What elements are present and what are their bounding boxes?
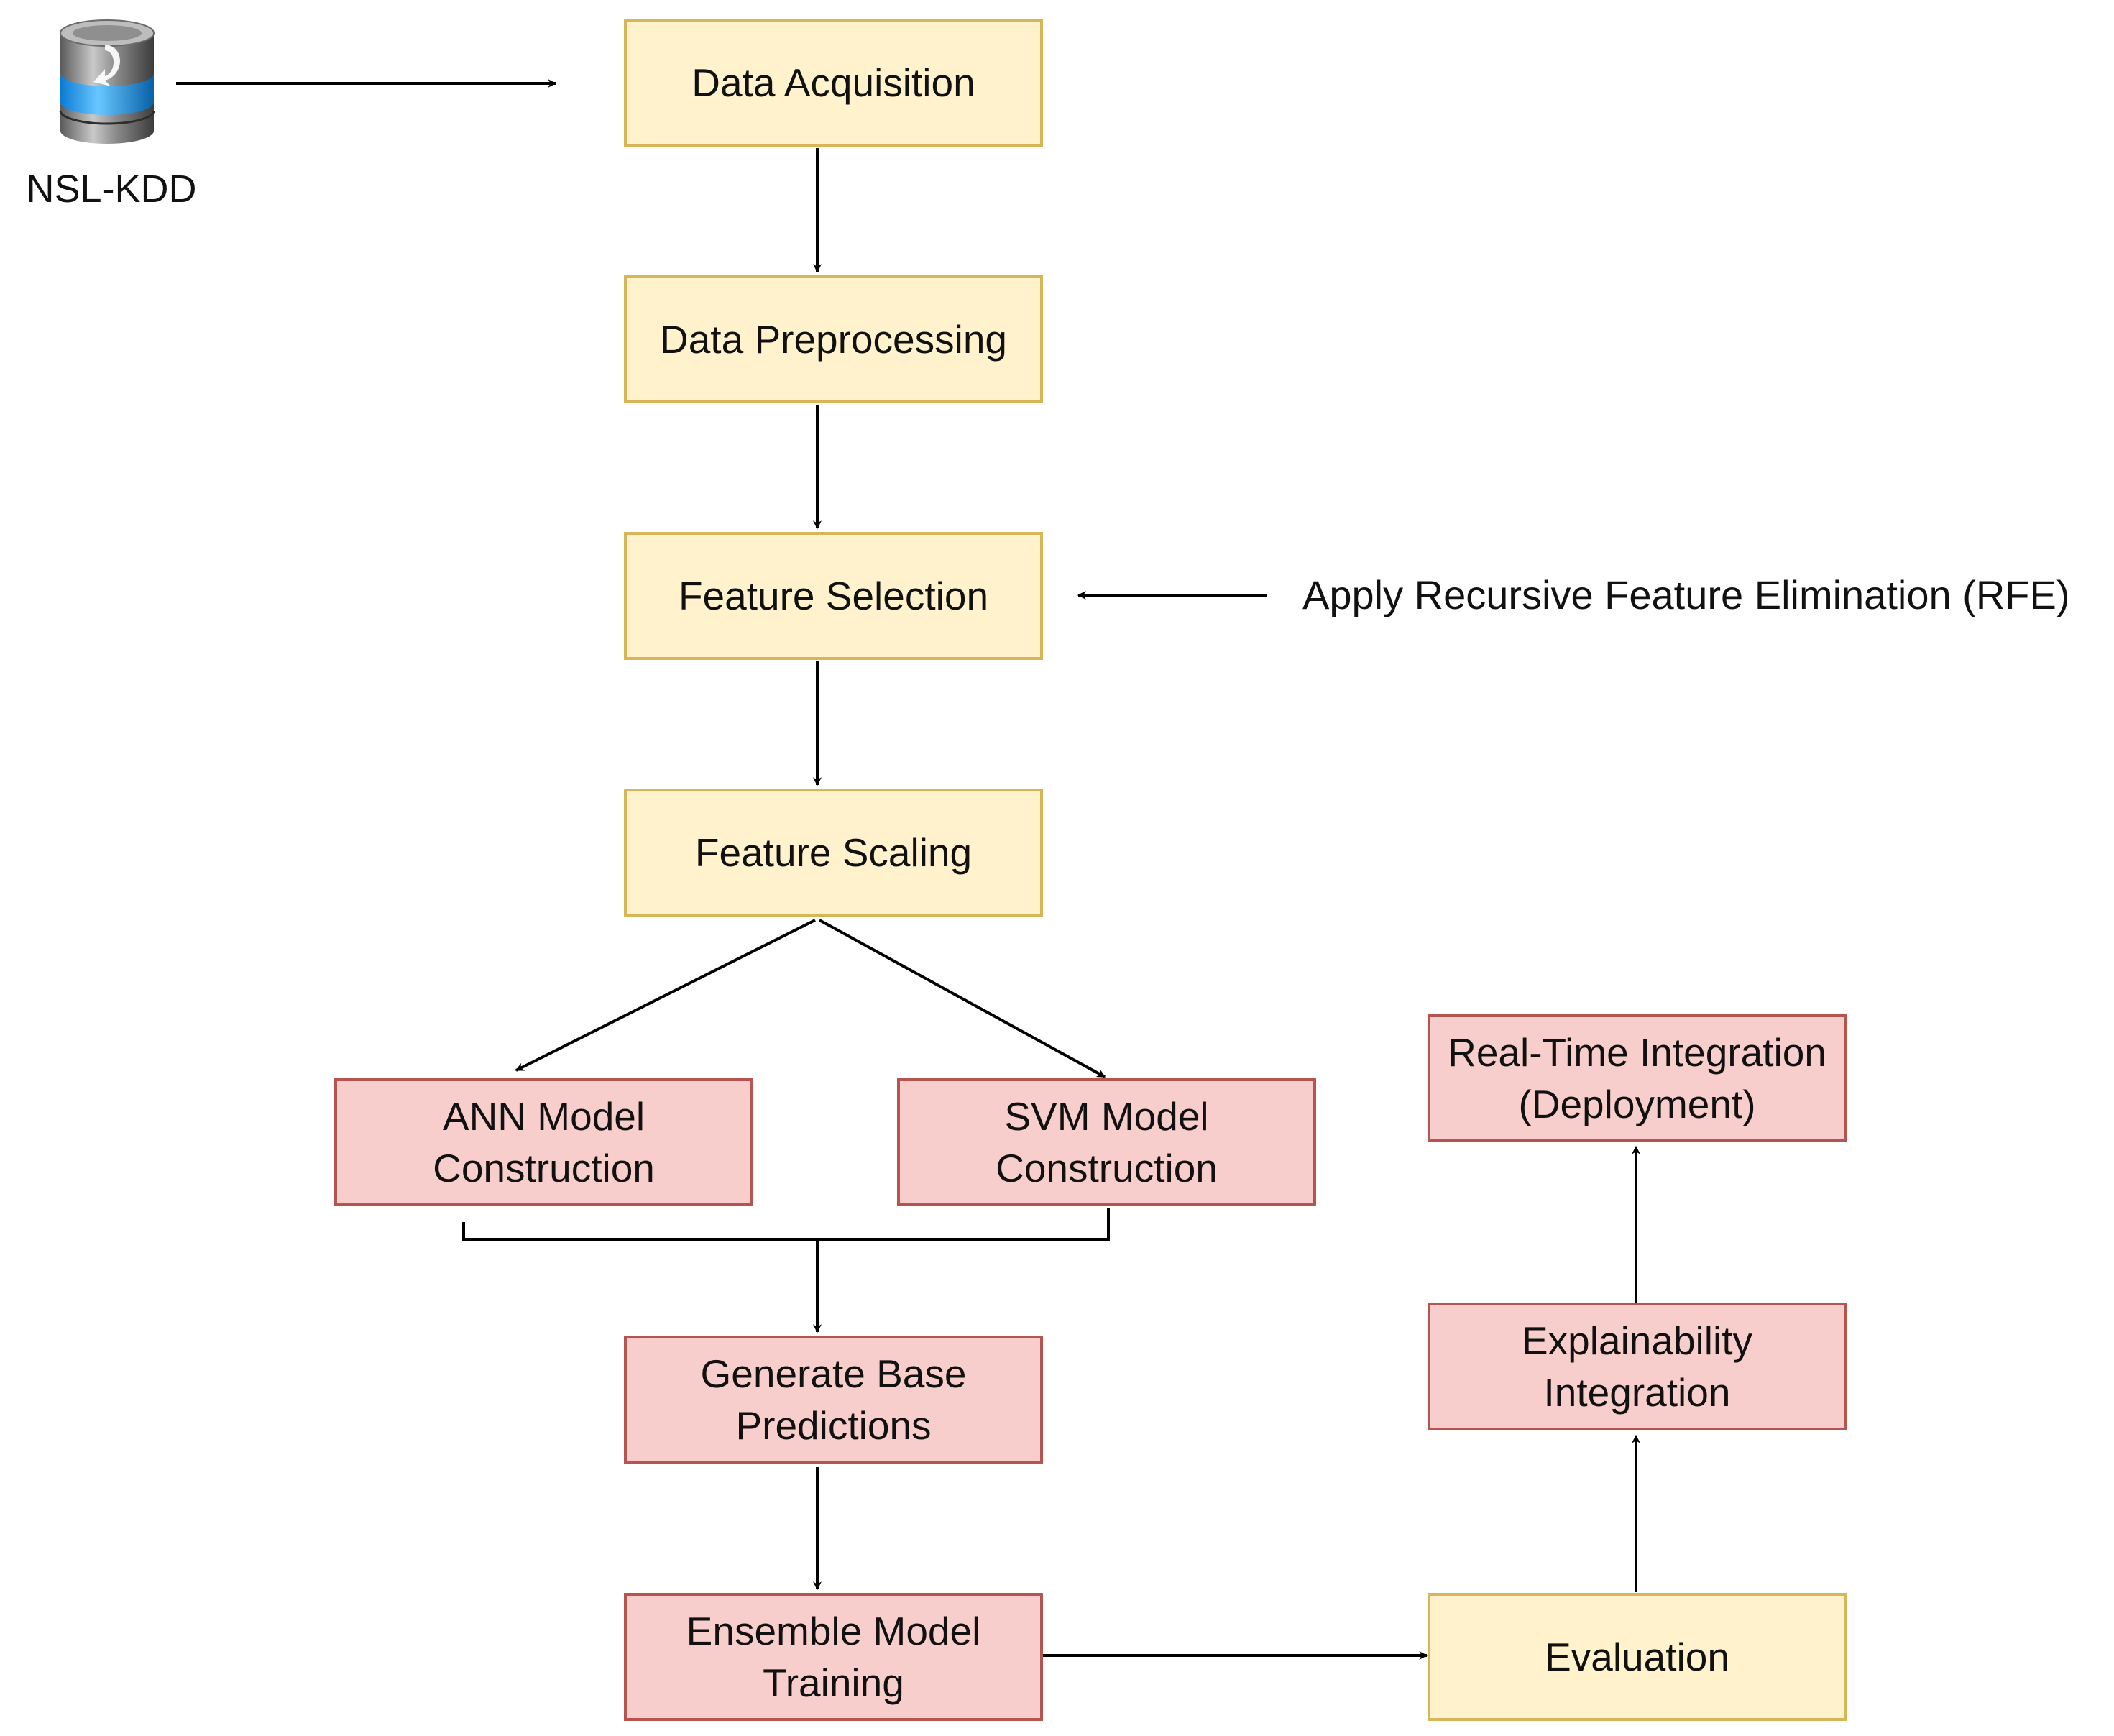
node-label-line-1: Real-Time Integration [1448,1030,1826,1075]
node-label: Feature Selection [678,574,989,618]
node-label: Data Preprocessing [659,317,1008,362]
svm-model-node: SVM Model Construction [897,1078,1316,1206]
node-label-line-2: Predictions [735,1403,932,1448]
deployment-node: Real-Time Integration (Deployment) [1428,1014,1847,1142]
database-icon [59,19,155,144]
database-label: NSL-KDD [26,167,197,211]
node-label: Evaluation [1545,1635,1729,1679]
edge-scaling-to-ann [515,919,816,1072]
ann-model-node: ANN Model Construction [334,1078,753,1206]
explainability-node: Explainability Integration [1428,1303,1847,1430]
node-label-line-1: Ensemble Model [686,1609,981,1653]
node-label: Data Acquisition [691,60,975,105]
data-preprocessing-node: Data Preprocessing [624,275,1043,403]
node-label-line-1: Explainability [1521,1318,1752,1363]
node-label-line-1: Generate Base [700,1351,967,1396]
edge-scaling-to-svm [819,919,1106,1078]
node-label-line-1: SVM Model [1004,1094,1209,1139]
node-label-line-1: ANN Model [442,1094,645,1139]
node-label-line-2: Training [763,1661,904,1705]
feature-selection-node: Feature Selection [624,532,1043,660]
rfe-note: Apply Recursive Feature Elimination (RFE… [1302,572,2070,617]
ensemble-training-node: Ensemble Model Training [624,1593,1043,1721]
feature-scaling-node: Feature Scaling [624,789,1043,917]
data-acquisition-node: Data Acquisition [624,19,1043,147]
node-label: Feature Scaling [694,830,973,875]
node-label-line-2: Construction [996,1146,1218,1190]
node-label-line-2: Integration [1543,1370,1731,1415]
evaluation-node: Evaluation [1428,1593,1847,1721]
edge-models-merge [462,1208,1110,1241]
node-label-line-2: Construction [433,1146,655,1190]
node-label-line-2: (Deployment) [1518,1082,1756,1126]
base-predictions-node: Generate Base Predictions [624,1336,1043,1464]
